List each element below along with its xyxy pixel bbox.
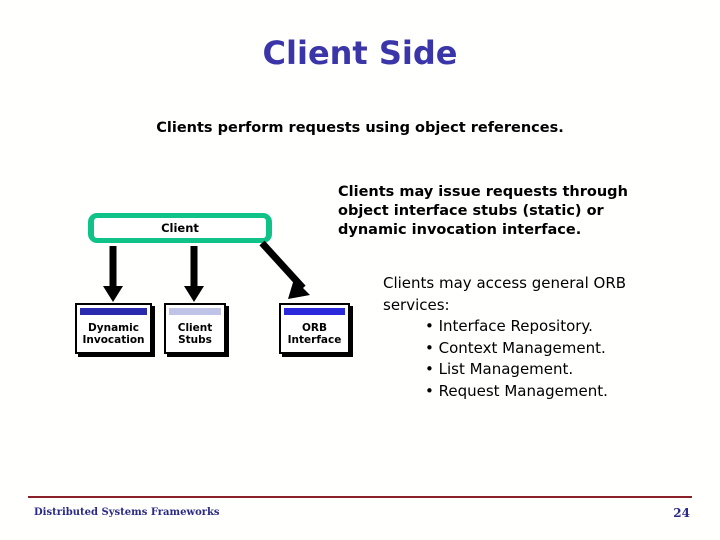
orb-interface-label: ORB Interface (281, 318, 348, 350)
dynamic-invocation-label-line2: Invocation (82, 334, 145, 346)
client-node-label: Client (161, 221, 199, 235)
dynamic-invocation-titlebar (80, 308, 147, 315)
dynamic-invocation-label: Dynamic Invocation (77, 318, 150, 350)
orb-interface-titlebar (284, 308, 345, 315)
client-node-inner: Client (94, 218, 266, 238)
client-stubs-titlebar (169, 308, 221, 315)
footer-divider (28, 496, 692, 498)
diagram-node-client-stubs: Client Stubs (164, 303, 226, 354)
diagram-node-orb-interface: ORB Interface (279, 303, 350, 354)
diagram-node-client: Client (88, 213, 272, 243)
orb-service-bullet-list-management: • List Management. (425, 360, 574, 378)
dynamic-invocation-label-line1: Dynamic (88, 321, 139, 334)
footer-course-label: Distributed Systems Frameworks (34, 507, 220, 518)
connector-client-to-dynamic-invocation (103, 246, 123, 302)
orb-service-bullet-interface-repository: • Interface Repository. (425, 317, 593, 335)
page-title: Client Side (262, 34, 458, 72)
orb-service-bullet-request-management: • Request Management. (425, 381, 608, 400)
orb-service-bullet-context-management: • Context Management. (425, 338, 606, 357)
paragraph-request-stubs: Clients may issue requests through objec… (338, 184, 628, 238)
paragraph-orb-services: Clients may access general ORB services:… (383, 273, 683, 402)
connector-client-to-orb-interface (259, 240, 310, 299)
orb-services-heading: Clients may access general ORB services: (383, 274, 627, 314)
footer-page-number: 24 (673, 506, 690, 520)
orb-interface-label-line2: Interface (287, 334, 342, 346)
connector-client-to-client-stubs (184, 246, 204, 302)
diagram-node-dynamic-invocation: Dynamic Invocation (75, 303, 152, 354)
client-stubs-label-line1: Client (177, 321, 213, 334)
orb-interface-label-line1: ORB (301, 321, 327, 334)
lead-statement: Clients perform requests using object re… (156, 120, 564, 136)
client-stubs-label: Client Stubs (166, 318, 224, 350)
client-stubs-label-line2: Stubs (178, 334, 212, 346)
